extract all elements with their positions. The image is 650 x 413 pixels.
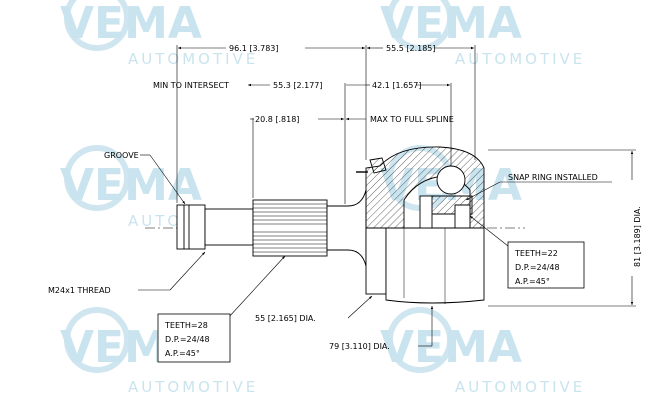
callout-groove: GROOVE <box>104 151 139 160</box>
watermark-sub-bottom-right: AUTOMOTIVE <box>455 378 585 396</box>
dim-inner-offset: 42.1 [1.657] <box>372 81 422 90</box>
watermark-brand-top-right: VEMA <box>380 0 522 49</box>
leader-seat-dia <box>347 295 373 319</box>
leader-outer-spec <box>227 255 286 319</box>
dim-bell-dia: 79 [3.110] DIA. <box>329 342 390 351</box>
inner-ap: A.P.=45° <box>515 277 550 286</box>
dim-spline-length: 20.8 [.818] <box>255 115 299 124</box>
watermark-sub-bottom-left: AUTOMOTIVE <box>128 378 258 396</box>
watermark-bottom: VEMA AUTOMOTIVE VEMA AUTOMOTIVE <box>60 307 585 396</box>
watermark-ring <box>64 307 130 373</box>
snap-ring-seat <box>454 204 471 229</box>
callout-snap-ring: SNAP RING INSTALLED <box>508 173 598 182</box>
leader-thread <box>169 251 206 291</box>
ball <box>436 165 466 195</box>
bell-body <box>385 227 485 304</box>
dim-outer-dia: 81 [3.189] DIA. <box>633 206 642 267</box>
spline-section <box>252 199 328 257</box>
spline-teeth <box>253 203 327 253</box>
label-min-intersect: MIN TO INTERSECT <box>153 81 229 90</box>
watermark-top: VEMA AUTOMOTIVE VEMA AUTOMOTIVE <box>60 0 585 68</box>
outer-dp: D.P.=24/48 <box>165 335 210 344</box>
label-max-full-spline: MAX TO FULL SPLINE <box>370 115 454 124</box>
spec-box-outer: TEETH=28 D.P.=24/48 A.P.=45° <box>157 313 231 363</box>
watermark-sub-top-left: AUTOMOTIVE <box>128 50 258 68</box>
watermark-sub-top-right: AUTOMOTIVE <box>455 50 585 68</box>
inner-teeth: TEETH=22 <box>514 249 558 258</box>
watermark-brand-bottom-right: VEMA <box>380 322 522 373</box>
watermark-brand-top-left: VEMA <box>60 0 202 49</box>
leader-groove <box>149 154 186 205</box>
cv-joint-part <box>145 146 525 304</box>
spec-box-inner: TEETH=22 D.P.=24/48 A.P.=45° <box>507 241 585 289</box>
shaft-neck <box>204 208 254 246</box>
leader-snap-ring <box>465 181 501 201</box>
threaded-end <box>176 204 206 250</box>
dimension-lines <box>138 45 636 347</box>
leader-inner-spec <box>469 215 509 247</box>
dim-outer-length: 55.5 [2.185] <box>386 44 436 53</box>
watermark-layer: VEMA AUTOMOTIVE VEMA AUTOMOTIVE VEMA AUT… <box>60 0 585 396</box>
seat-flange <box>365 227 387 295</box>
dim-seat-dia: 55 [2.165] DIA. <box>255 314 316 323</box>
labels: 96.1 [3.783] 55.5 [2.185] MIN TO INTERSE… <box>48 44 642 351</box>
watermark-ring <box>387 0 453 51</box>
watermark-ring <box>64 0 130 51</box>
dim-overall-length: 96.1 [3.783] <box>229 44 279 53</box>
inner-dp: D.P.=24/48 <box>515 263 560 272</box>
boot-clip <box>369 157 387 174</box>
stem <box>326 189 367 267</box>
watermark-brand-mid-left: VEMA <box>60 160 202 211</box>
outer-teeth: TEETH=28 <box>164 321 208 330</box>
watermark-ring <box>387 307 453 373</box>
cage <box>419 195 433 229</box>
callout-thread: M24x1 THREAD <box>48 286 111 295</box>
dim-min-intersect: 55.3 [2.177] <box>273 81 323 90</box>
outer-ap: A.P.=45° <box>165 349 200 358</box>
watermark-ring <box>64 145 130 211</box>
